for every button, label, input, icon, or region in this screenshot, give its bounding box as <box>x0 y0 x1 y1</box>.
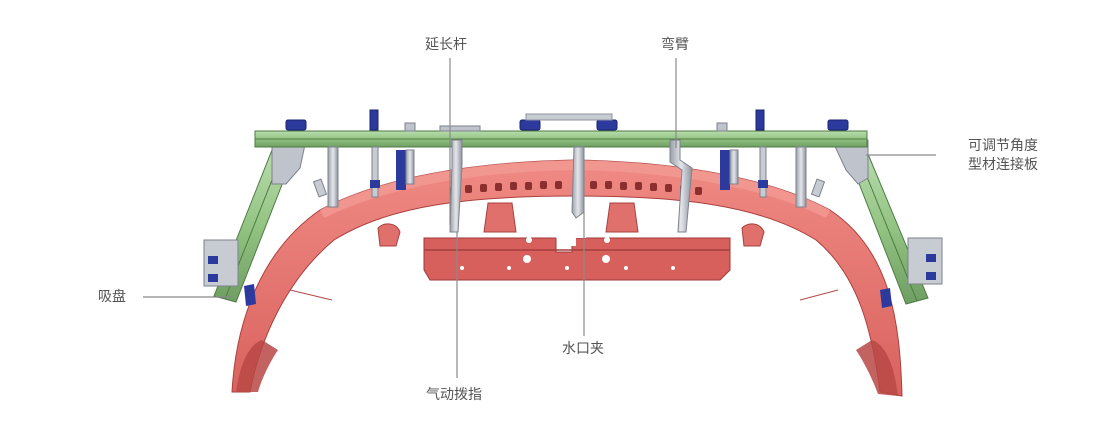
main-beam <box>254 130 868 148</box>
leader-lines <box>143 58 936 378</box>
left-suction-cup <box>244 284 256 306</box>
right-suction-cluster <box>880 237 943 308</box>
label-pneumatic-finger: 气动拨指 <box>426 387 482 403</box>
left-suction-cluster <box>203 239 256 306</box>
bumper-part <box>231 159 903 397</box>
top-handle <box>525 113 613 121</box>
label-extension-rod: 延长杆 <box>425 37 467 53</box>
label-suction-cup: 吸盘 <box>98 289 126 305</box>
top-actuators <box>285 109 849 131</box>
label-bent-arm: 弯臂 <box>661 37 689 53</box>
grille-slots <box>450 181 702 195</box>
label-adjustable-angle-plate: 可调节角度 型材连接板 <box>968 138 1038 173</box>
label-water-gate-clamp: 水口夹 <box>562 341 604 357</box>
hanging-cylinders <box>312 139 826 233</box>
right-suction-cup <box>880 288 892 308</box>
